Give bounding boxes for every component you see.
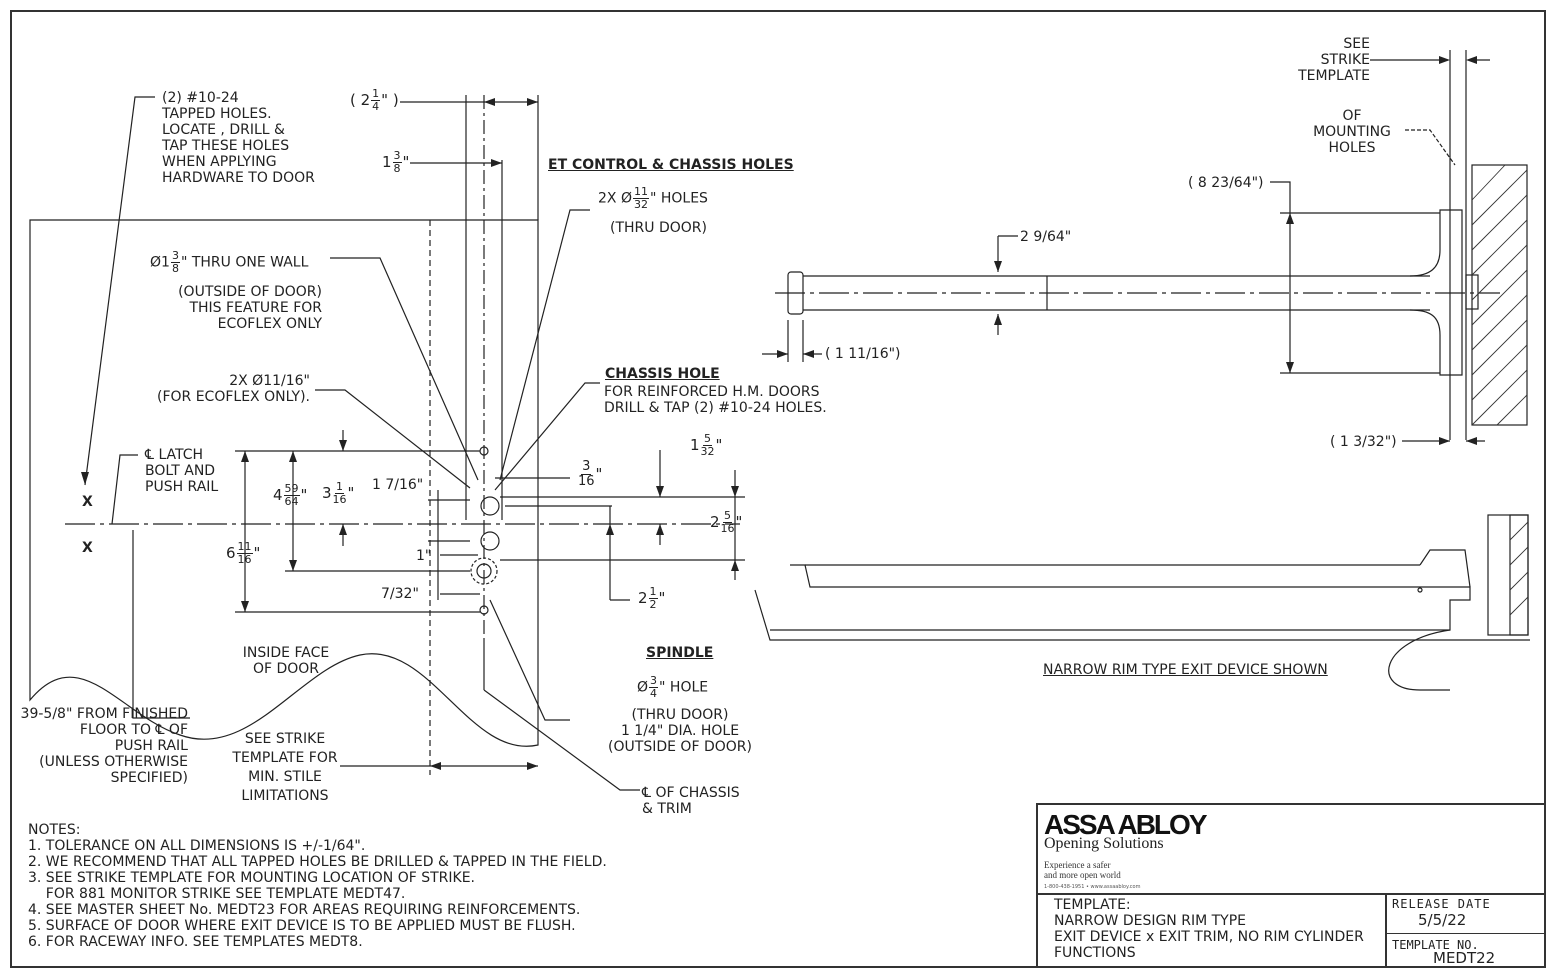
inside-face-label: INSIDE FACE OF DOOR [242, 645, 330, 677]
note-6: 6. FOR RACEWAY INFO. SEE TEMPLATES MEDT8… [28, 934, 363, 950]
note-3-cont: FOR 881 MONITOR STRIKE SEE TEMPLATE MEDT… [28, 886, 406, 902]
side-view-rail [770, 564, 1471, 631]
dim-1-3-32: ( 1 3/32") [1330, 434, 1397, 450]
see-strike-template: SEE STRIKE TEMPLATE [1298, 36, 1370, 84]
note-1: 1. TOLERANCE ON ALL DIMENSIONS IS +/-1/6… [28, 838, 366, 854]
release-date-value: 5/5/22 [1418, 911, 1467, 929]
tapped-holes-note: (2) #10-24 TAPPED HOLES. LOCATE , DRILL … [162, 90, 315, 186]
door-section-hatch [1471, 164, 1528, 426]
brand-logo: ASSA ABLOY [1044, 809, 1207, 840]
dim-1: 1" [416, 548, 432, 564]
hole-et-lower [480, 531, 500, 551]
x-mark-bottom: X [82, 540, 93, 556]
strike-min-stile-note: SEE STRIKE TEMPLATE FOR MIN. STILE LIMIT… [232, 731, 338, 804]
note-5: 5. SURFACE OF DOOR WHERE EXIT DEVICE IS … [28, 918, 576, 934]
narrow-rim-caption: NARROW RIM TYPE EXIT DEVICE SHOWN [1043, 662, 1328, 678]
ecoflex-holes: 2X Ø11/16" (FOR ECOFLEX ONLY). [157, 373, 310, 405]
chassis-heading: CHASSIS HOLE [605, 366, 720, 382]
drawing-frame [10, 10, 1546, 968]
hole-et-upper [480, 496, 500, 516]
brand-subtitle: Opening Solutions [1044, 835, 1164, 852]
note-2: 2. WE RECOMMEND THAT ALL TAPPED HOLES BE… [28, 854, 607, 870]
thru-one-wall-sub: (OUTSIDE OF DOOR) THIS FEATURE FOR ECOFL… [178, 284, 322, 332]
brand-contact: 1-800-438-1951 • www.assaabloy.com [1044, 884, 1141, 890]
template-no-label: TEMPLATE NO. [1392, 938, 1479, 952]
hole-spindle-outer [470, 557, 498, 585]
dim-7-32: 7/32" [381, 586, 419, 602]
latch-bolt-note: ℄ LATCH BOLT AND PUSH RAIL [145, 447, 219, 495]
template-description: TEMPLATE: NARROW DESIGN RIM TYPE EXIT DE… [1054, 897, 1364, 961]
of-mounting-holes: OF MOUNTING HOLES [1313, 108, 1391, 156]
note-4: 4. SEE MASTER SHEET No. MEDT23 FOR AREAS… [28, 902, 581, 918]
note-3: 3. SEE STRIKE TEMPLATE FOR MOUNTING LOCA… [28, 870, 476, 886]
floor-height-note: 39-5/8" FROM FINISHED FLOOR TO ℄ OF PUSH… [20, 706, 188, 786]
hole-spindle [476, 563, 492, 579]
notes-title: NOTES: [28, 822, 81, 838]
dim-1-7-16: 1 7/16" [372, 477, 424, 493]
spindle-heading: SPINDLE [646, 645, 714, 661]
hole-bottom [479, 605, 489, 615]
x-mark-top: X [82, 494, 93, 510]
spindle-sub: (THRU DOOR) 1 1/4" DIA. HOLE (OUTSIDE OF… [608, 707, 752, 755]
release-date-label: RELEASE DATE [1392, 897, 1491, 911]
dim-8-23-64: ( 8 23/64") [1188, 175, 1264, 191]
et-holes-sub: (THRU DOOR) [610, 220, 707, 236]
dim-1-11-16: ( 1 11/16") [825, 346, 901, 362]
brand-tagline: Experience a safer and more open world [1044, 860, 1121, 880]
title-block [1036, 803, 1546, 968]
et-control-heading: ET CONTROL & CHASSIS HOLES [548, 157, 794, 173]
chassis-text: FOR REINFORCED H.M. DOORS DRILL & TAP (2… [604, 384, 827, 416]
door-outline [29, 219, 539, 747]
chassis-trim-note: ℄ OF CHASSIS & TRIM [642, 785, 740, 817]
template-no-value: MEDT22 [1433, 949, 1496, 967]
side-view-door [1487, 514, 1529, 636]
dim-2-9-64: 2 9/64" [1020, 229, 1072, 245]
